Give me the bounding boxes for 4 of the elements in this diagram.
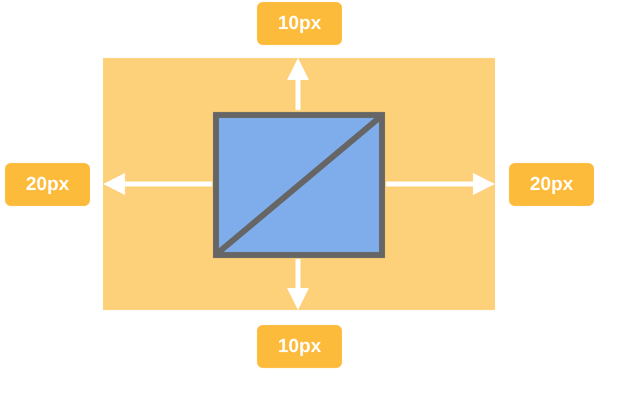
measurement-badge: 10px [257, 2, 342, 45]
measurement-badge: 20px [5, 163, 90, 206]
measurement-badge: 20px [509, 163, 594, 206]
measurement-badge: 10px [257, 325, 342, 368]
